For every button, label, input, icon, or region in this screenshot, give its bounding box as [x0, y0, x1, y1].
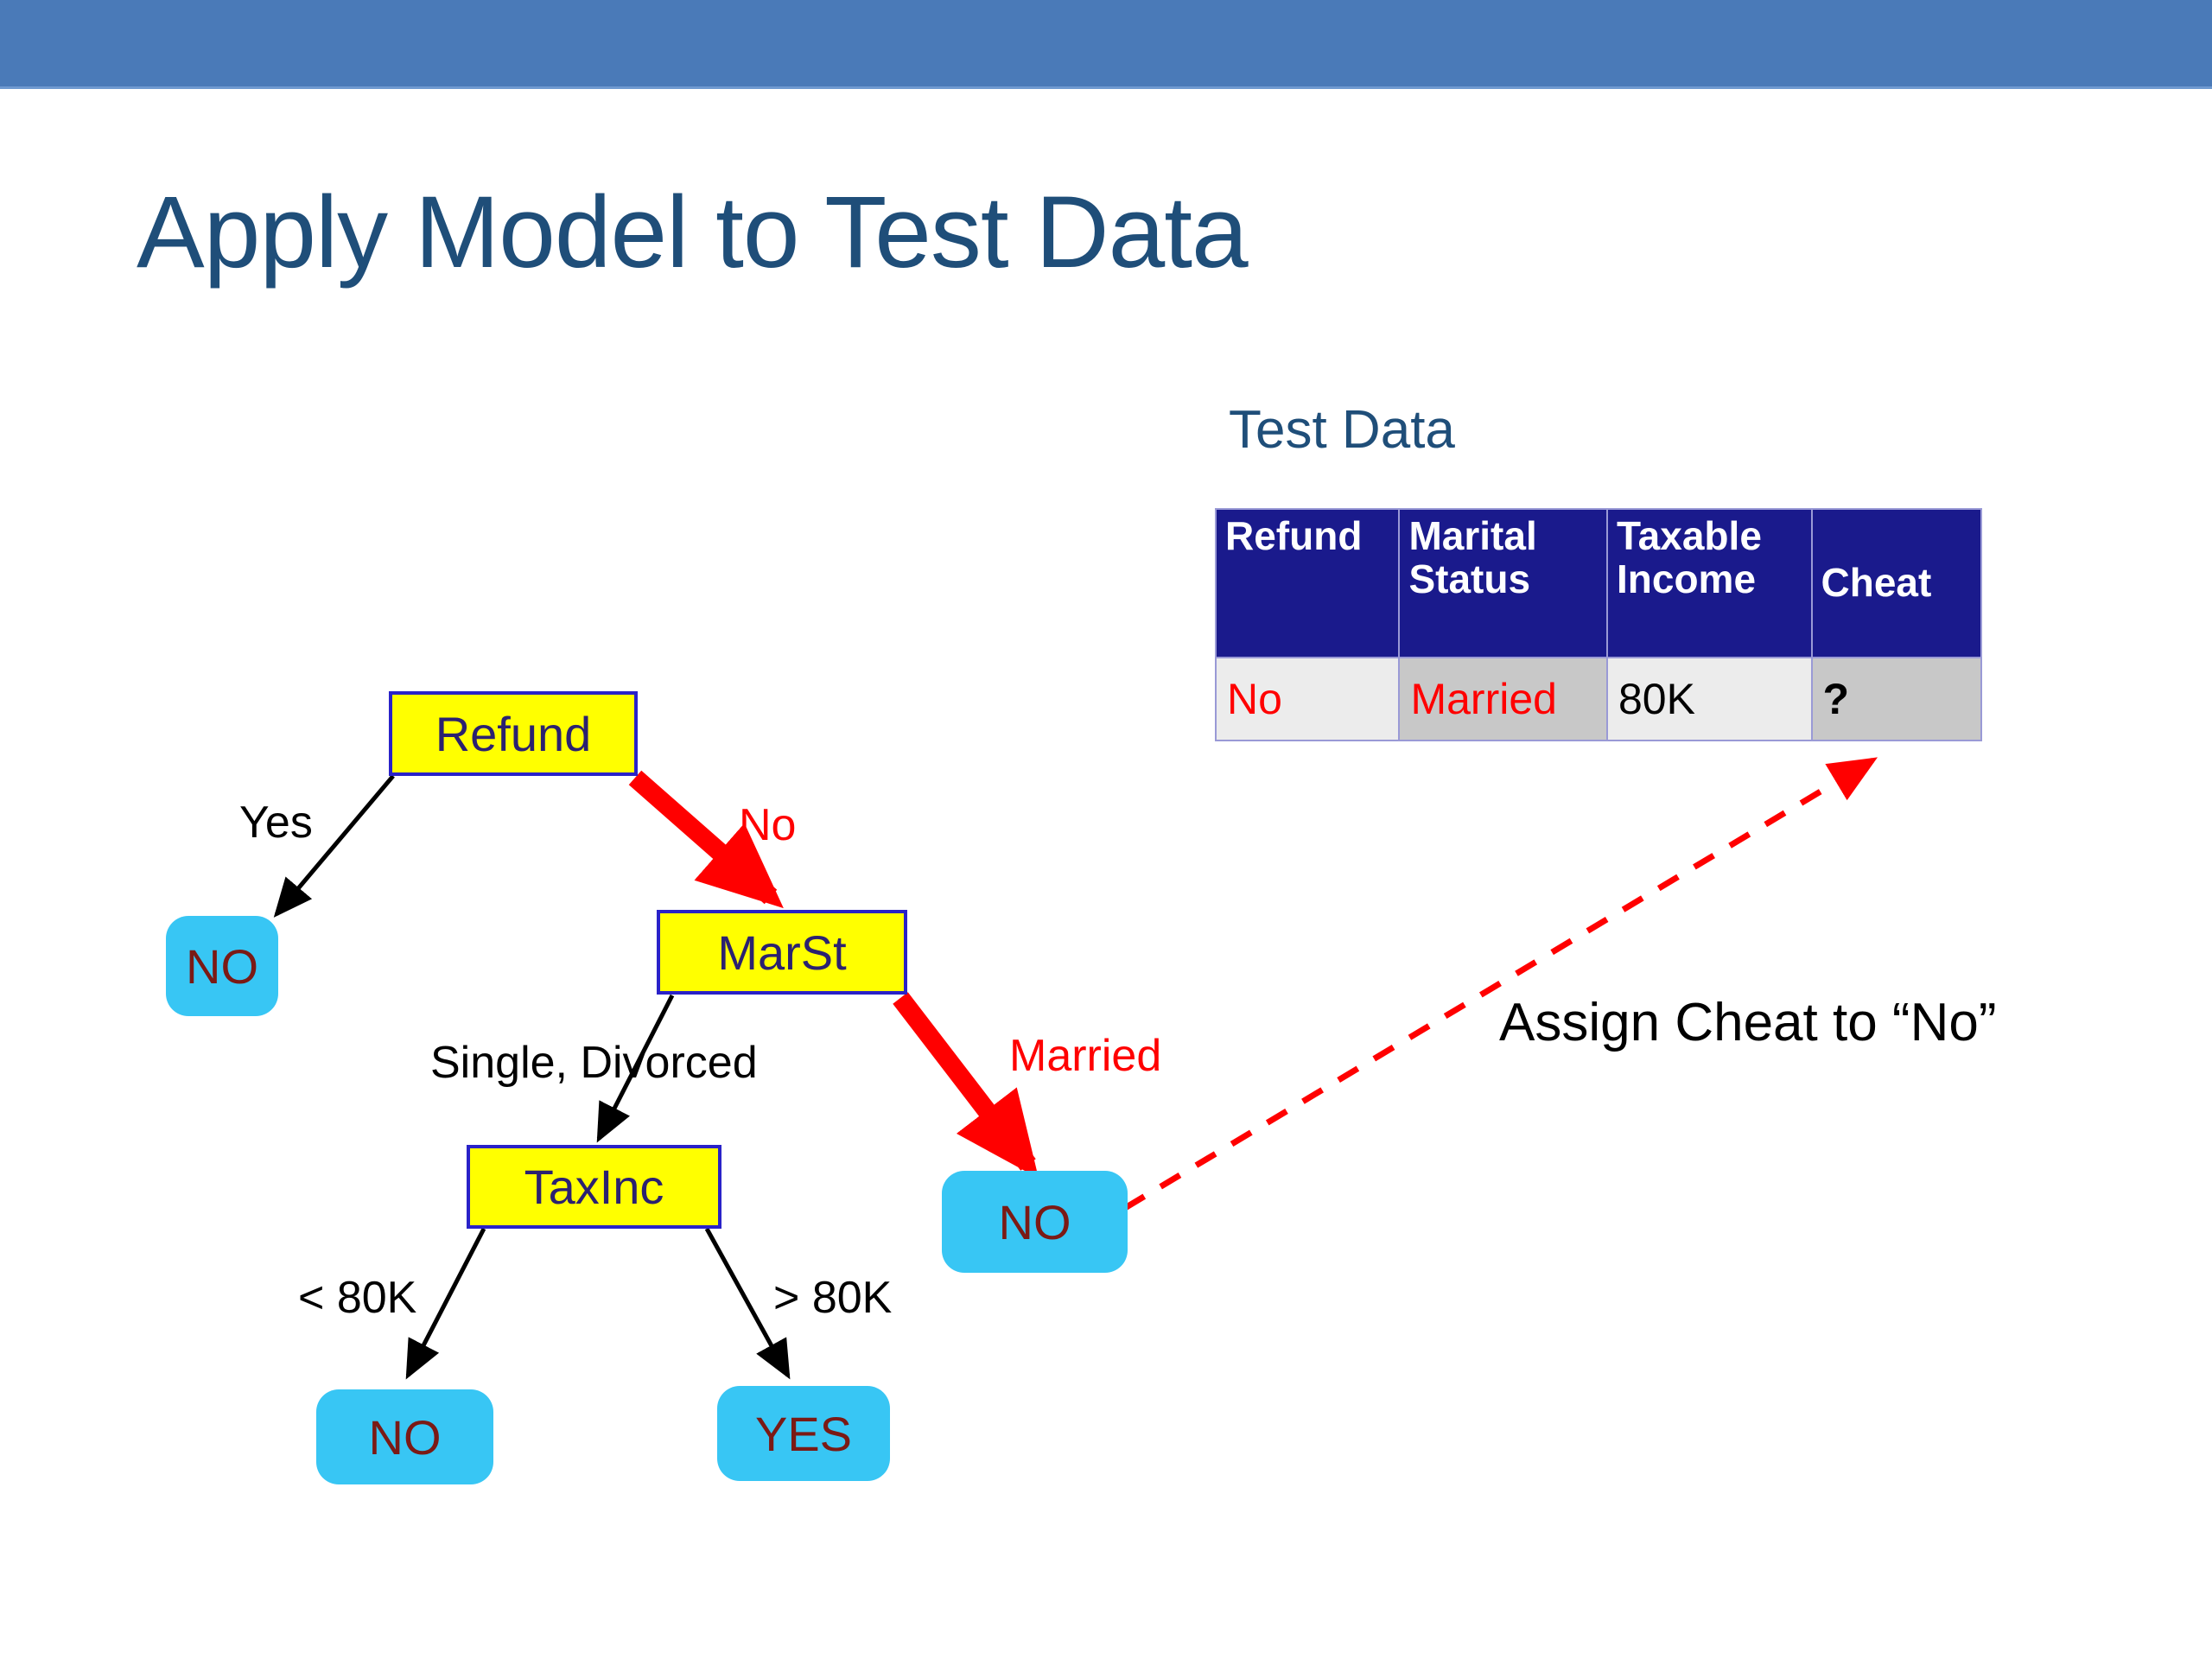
column-header-marital-status-line1: Marital [1408, 513, 1537, 558]
node-no-lt80k-label: NO [368, 1409, 442, 1465]
edge-taxinc-lt80k [405, 1227, 486, 1380]
node-yes-gt80k[interactable]: YES [717, 1386, 890, 1481]
test-data-table: Refund Marital Status Taxable Income Che… [1214, 508, 1983, 741]
edge-label-no: No [739, 800, 797, 850]
cell-refund: No [1214, 657, 1401, 741]
node-refund-label: Refund [435, 706, 592, 761]
edge-label-yes: Yes [239, 798, 313, 848]
node-no-yes-branch-label: NO [186, 938, 258, 994]
column-header-taxable-income: Taxable Income [1606, 508, 1813, 658]
node-taxinc[interactable]: TaxInc [467, 1145, 721, 1229]
edge-label-lt-80k: < 80K [298, 1273, 417, 1323]
edge-label-single-divorced: Single, Divorced [430, 1038, 758, 1088]
node-yes-gt80k-label: YES [754, 1406, 853, 1461]
node-marst-label: MarSt [717, 925, 847, 980]
column-header-refund-line1: Refund [1225, 513, 1363, 558]
table-row: No Married 80K ? [1214, 657, 1983, 741]
node-refund[interactable]: Refund [389, 691, 638, 776]
column-header-cheat: Cheat [1810, 508, 1983, 658]
column-header-refund: Refund [1214, 508, 1401, 658]
page-title: Apply Model to Test Data [137, 175, 1249, 289]
column-header-taxable-income-line1: Taxable [1617, 513, 1762, 558]
column-header-taxable-income-line2: Income [1617, 556, 1757, 601]
node-taxinc-label: TaxInc [524, 1160, 664, 1214]
edge-label-gt-80k: > 80K [773, 1273, 893, 1323]
test-data-label: Test Data [1229, 400, 1455, 460]
assign-cheat-note: Assign Cheat to “No” [1499, 993, 1997, 1052]
assign-arrow [1123, 757, 1878, 1211]
node-no-yes-branch[interactable]: NO [166, 916, 278, 1016]
column-header-marital-status: Marital Status [1398, 508, 1608, 658]
node-no-married-label: NO [998, 1194, 1071, 1249]
column-header-cheat-line1: Cheat [1821, 560, 1932, 606]
cell-marital-status: Married [1398, 657, 1608, 741]
column-header-marital-status-line2: Status [1408, 556, 1531, 601]
node-marst[interactable]: MarSt [657, 910, 907, 995]
header-band [0, 0, 2212, 89]
cell-taxable-income: 80K [1606, 657, 1813, 741]
node-no-lt80k[interactable]: NO [316, 1389, 493, 1484]
node-no-married[interactable]: NO [942, 1171, 1128, 1273]
table-header-row: Refund Marital Status Taxable Income Che… [1214, 508, 1983, 658]
edge-label-married: Married [1009, 1031, 1162, 1081]
cell-cheat: ? [1810, 657, 1983, 741]
